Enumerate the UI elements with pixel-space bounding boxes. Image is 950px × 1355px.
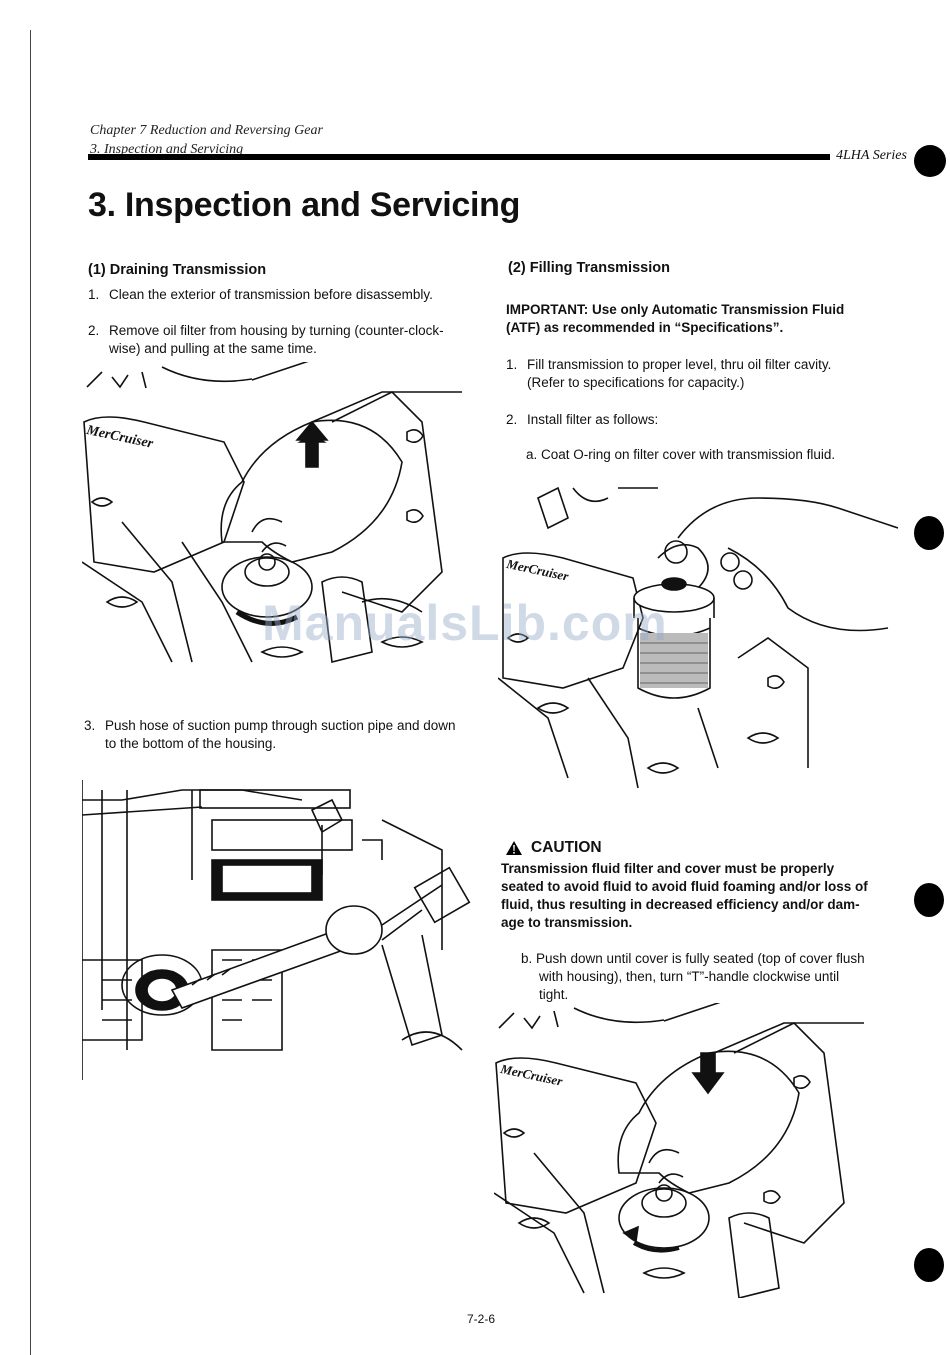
caution-title: CAUTION	[531, 839, 602, 856]
running-header: Chapter 7 Reduction and Reversing Gear 3…	[90, 121, 323, 159]
step-text-line2: wise) and pulling at the same time.	[109, 341, 317, 356]
right-step-1: 1. Fill transmission to proper level, th…	[506, 356, 906, 392]
header-dot	[914, 145, 946, 177]
important-note: IMPORTANT: Use only Automatic Transmissi…	[506, 301, 906, 337]
important-line2: (ATF) as recommended in “Specifications”…	[506, 320, 784, 335]
header-rule	[88, 154, 830, 160]
brand-plate: MerCruiser	[498, 1061, 564, 1089]
chapter-line: Chapter 7 Reduction and Reversing Gear	[90, 123, 323, 138]
step-number: 1.	[88, 287, 100, 302]
figure-coat-oring: MerCruiser	[498, 486, 899, 788]
right-step-2: 2. Install filter as follows:	[506, 411, 906, 429]
caution-heading: CAUTION	[505, 839, 602, 857]
left-step-3: 3. Push hose of suction pump through suc…	[84, 717, 484, 753]
series-label: 4LHA Series	[836, 148, 907, 163]
step-text-line2: to the bottom of the housing.	[105, 736, 277, 751]
left-step-2: 2. Remove oil filter from housing by tur…	[88, 322, 488, 358]
step-number: 3.	[84, 718, 96, 733]
page-title: 3. Inspection and Servicing	[88, 186, 521, 224]
step-text-line2: (Refer to specifications for capacity.)	[527, 375, 745, 390]
page-number: 7-2-6	[467, 1312, 496, 1326]
section-line: 3. Inspection and Servicing	[90, 142, 244, 157]
step-text: Install filter as follows:	[527, 412, 659, 427]
figure-push-filter: MerCruiser	[494, 1003, 864, 1298]
substep-b: b. Push down until cover is fully seated…	[521, 950, 901, 1004]
figure-suction-pump	[82, 780, 471, 1080]
punch-hole	[914, 883, 944, 917]
caution-line4: age to transmission.	[501, 915, 633, 930]
caution-line1: Transmission fluid filter and cover must…	[501, 861, 835, 876]
brand-logo: MerCruiser	[84, 423, 155, 452]
brand-plate: MerCruiser	[504, 556, 570, 584]
punch-hole	[914, 516, 944, 550]
step-text-line1: Push hose of suction pump through suctio…	[105, 718, 456, 733]
warning-icon	[506, 841, 522, 855]
substep-a: a. Coat O-ring on filter cover with tran…	[526, 447, 836, 462]
figure-remove-filter: MerCruiser	[82, 362, 462, 663]
step-number: 1.	[506, 357, 518, 372]
step-number: 2.	[506, 412, 518, 427]
step-text: Clean the exterior of transmission befor…	[109, 287, 433, 302]
caution-text: Transmission fluid filter and cover must…	[501, 860, 901, 932]
caution-line2: seated to avoid fluid to avoid fluid foa…	[501, 879, 868, 894]
caution-line3: fluid, thus resulting in decreased effic…	[501, 897, 860, 912]
important-line1: IMPORTANT: Use only Automatic Transmissi…	[506, 302, 845, 317]
step-text-line1: Remove oil filter from housing by turnin…	[109, 323, 444, 338]
brand-logo: MerCruiser	[504, 556, 570, 584]
draining-heading: (1) Draining Transmission	[88, 262, 267, 278]
substep-b-line3: tight.	[539, 987, 569, 1002]
brand-logo: MerCruiser	[498, 1061, 564, 1089]
step-text-line1: Fill transmission to proper level, thru …	[527, 357, 832, 372]
brand-plate: MerCruiser	[84, 423, 155, 452]
substep-b-line1: b. Push down until cover is fully seated…	[521, 951, 865, 966]
substep-b-line2: with housing), then, turn “T”-handle clo…	[539, 969, 840, 984]
step-number: 2.	[88, 323, 100, 338]
left-step-1: 1. Clean the exterior of transmission be…	[88, 286, 488, 304]
filling-heading: (2) Filling Transmission	[508, 260, 670, 276]
binding-line	[30, 30, 31, 1355]
punch-hole	[914, 1248, 944, 1282]
